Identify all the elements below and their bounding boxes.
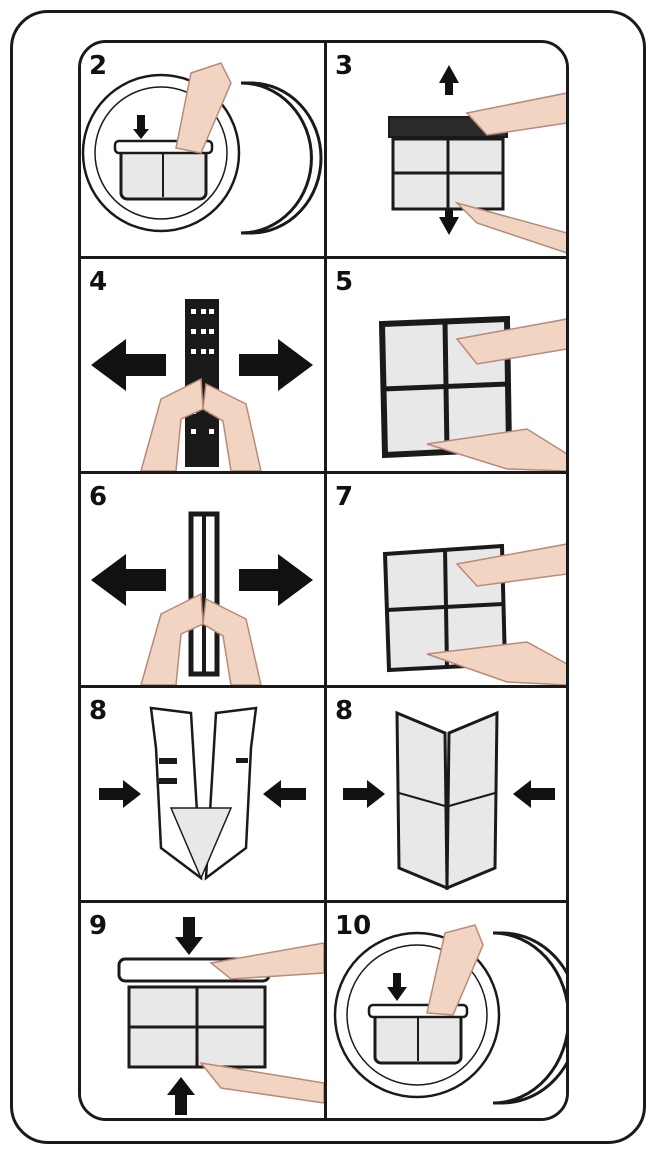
lift-filter-illustration [81, 62, 323, 235]
row-divider [81, 900, 566, 903]
open-inner-filter-illustration [91, 511, 313, 685]
step-number: 8 [335, 696, 354, 726]
panel-step-4: 4 [81, 259, 324, 471]
row-divider [81, 471, 566, 474]
insert-filter-illustration [333, 924, 566, 1105]
panel-step-8-inner: 8 [327, 688, 566, 900]
row-divider [81, 256, 566, 259]
panel-step-5: 5 [327, 259, 566, 471]
panel-step-8-outer: 8 [81, 688, 324, 900]
step-number: 5 [335, 267, 354, 297]
reassemble-filter-illustration [117, 917, 324, 1115]
step-number: 3 [335, 51, 354, 81]
clean-outer-filter-illustration [378, 315, 566, 471]
row-divider [81, 685, 566, 688]
step-number: 4 [89, 267, 108, 297]
step-number: 2 [89, 51, 108, 81]
instruction-grid: 2 3 4 [78, 40, 569, 1121]
step-number: 9 [89, 911, 108, 941]
panel-step-2: 2 [81, 43, 324, 256]
panel-step-3: 3 [327, 43, 566, 256]
step-number: 6 [89, 482, 108, 512]
step-number: 10 [335, 911, 372, 941]
column-divider [324, 43, 327, 1118]
open-outer-filter-illustration [91, 299, 313, 471]
pull-apart-illustration [388, 65, 566, 254]
panel-step-9: 9 [81, 903, 324, 1118]
step-number: 8 [89, 696, 108, 726]
panel-step-6: 6 [81, 474, 324, 685]
panel-step-10: 10 [327, 903, 566, 1118]
panel-step-7: 7 [327, 474, 566, 685]
step-number: 7 [335, 482, 354, 512]
close-outer-filter-illustration [99, 706, 306, 881]
close-inner-filter-illustration [343, 710, 555, 891]
clean-inner-filter-illustration [382, 543, 566, 685]
